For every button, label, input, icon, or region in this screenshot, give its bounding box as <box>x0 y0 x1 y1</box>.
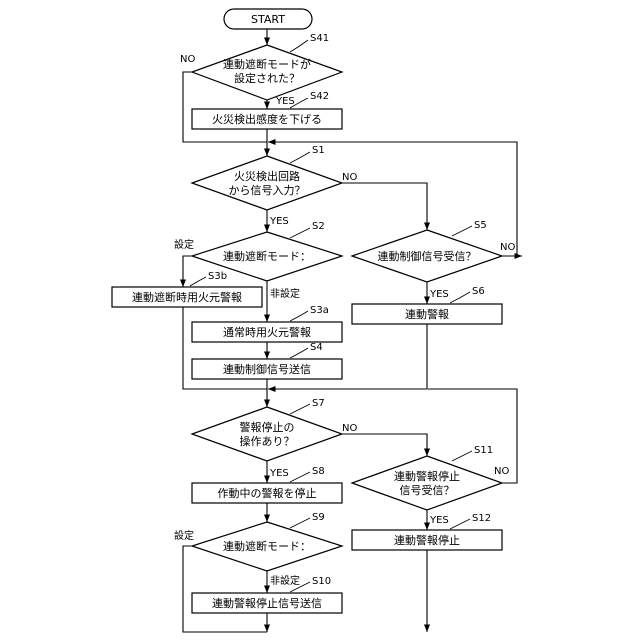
s7-text-line2: 操作あり？ <box>240 434 295 448</box>
process-s4: 連動制御信号送信 <box>192 359 342 379</box>
s10-text: 連動警報停止信号送信 <box>212 596 322 610</box>
s3b-step-number: S3b <box>208 271 227 282</box>
decision-s5: 連動制御信号受信？ <box>352 230 502 282</box>
s2-text: 連動遮断モード： <box>223 249 311 263</box>
s41-text-line1: 連動遮断モードが <box>223 57 311 71</box>
s4-step-number: S4 <box>310 342 323 353</box>
s11-text-line1: 連動警報停止 <box>394 469 460 483</box>
s1-text-line1: 火災検出回路 <box>234 169 300 183</box>
process-s8: 作動中の警報を停止 <box>192 483 342 503</box>
s11-yes-label: YES <box>429 515 449 526</box>
s2-unset-label: 非設定 <box>270 287 300 300</box>
s2-step-number: S2 <box>312 221 325 232</box>
start-terminal: START <box>224 9 312 29</box>
s1-text-line2: から信号入力？ <box>229 184 306 197</box>
s11-no-label: NO <box>494 466 509 477</box>
decision-s1: 火災検出回路 から信号入力？ <box>192 156 342 210</box>
s6-text: 連動警報 <box>405 307 449 321</box>
process-s10: 連動警報停止信号送信 <box>192 593 342 613</box>
process-s3a: 通常時用火元警報 <box>192 322 342 342</box>
process-s6: 連動警報 <box>352 304 502 324</box>
s12-text: 連動警報停止 <box>394 533 460 547</box>
s42-step-number: S42 <box>310 91 329 102</box>
process-s12: 連動警報停止 <box>352 530 502 550</box>
s6-step-number: S6 <box>472 286 485 297</box>
decision-s9: 連動遮断モード： <box>192 522 342 571</box>
s5-yes-label: YES <box>429 289 449 300</box>
s3b-text: 連動遮断時用火元警報 <box>132 290 242 304</box>
decision-s11: 連動警報停止 信号受信？ <box>352 456 502 510</box>
s8-text: 作動中の警報を停止 <box>218 486 317 500</box>
s7-text-line1: 警報停止の <box>240 420 295 434</box>
s41-text-line2: 設定された？ <box>234 71 300 85</box>
decision-s7: 警報停止の 操作あり？ <box>192 407 342 461</box>
s2-set-label: 設定 <box>174 238 194 251</box>
s11-text-line2: 信号受信？ <box>400 484 455 497</box>
s9-set-label: 設定 <box>174 529 194 542</box>
s10-step-number: S10 <box>312 576 331 587</box>
start-label: START <box>251 13 285 26</box>
s5-text: 連動制御信号受信？ <box>378 249 477 263</box>
s8-step-number: S8 <box>312 466 325 477</box>
s5-step-number: S5 <box>474 220 487 231</box>
s1-yes-label: YES <box>269 216 289 227</box>
s1-step-number: S1 <box>312 145 325 156</box>
s42-text: 火災検出感度を下げる <box>212 112 322 126</box>
s5-no-label: NO <box>500 242 515 253</box>
s9-step-number: S9 <box>312 512 325 523</box>
s12-step-number: S12 <box>472 513 491 524</box>
s41-step-number: S41 <box>310 33 329 44</box>
s3a-step-number: S3a <box>310 305 329 316</box>
s9-text: 連動遮断モード： <box>223 539 311 553</box>
s7-yes-label: YES <box>269 468 289 479</box>
s41-yes-label: YES <box>275 96 295 107</box>
s1-no-label: NO <box>342 172 357 183</box>
s11-step-number: S11 <box>474 445 493 456</box>
s9-unset-label: 非設定 <box>270 574 300 587</box>
s7-no-label: NO <box>342 423 357 434</box>
s41-no-label: NO <box>180 54 195 65</box>
s7-step-number: S7 <box>312 398 325 409</box>
process-s3b: 連動遮断時用火元警報 <box>112 287 262 307</box>
s4-text: 連動制御信号送信 <box>223 362 311 376</box>
s3a-text: 通常時用火元警報 <box>223 325 311 339</box>
process-s42: 火災検出感度を下げる <box>192 109 342 129</box>
